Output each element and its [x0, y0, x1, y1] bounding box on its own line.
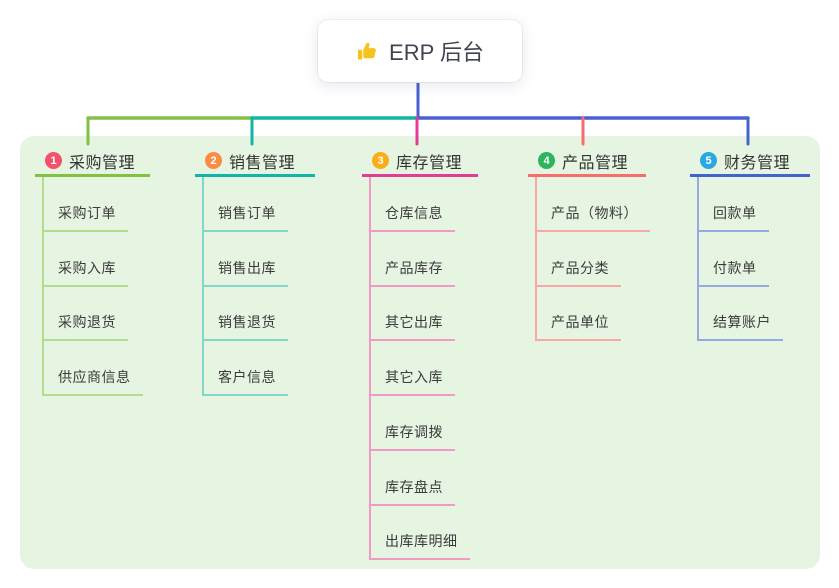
mindmap-item[interactable]: 产品（物料）: [535, 204, 650, 232]
branch-number-badge: 2: [205, 152, 222, 169]
mindmap-item[interactable]: 销售出库: [202, 259, 288, 287]
branch-number-badge: 3: [372, 152, 389, 169]
mindmap-item[interactable]: 付款单: [697, 259, 769, 287]
mindmap-item[interactable]: 库存盘点: [369, 478, 455, 506]
mindmap-item[interactable]: 回款单: [697, 204, 769, 232]
mindmap-item[interactable]: 出库库明细: [369, 532, 470, 560]
root-node[interactable]: ERP 后台: [318, 20, 522, 82]
thumbs-up-icon: [357, 42, 376, 60]
branch-header[interactable]: 2 销售管理: [195, 147, 315, 177]
mindmap-item[interactable]: 库存调拨: [369, 423, 455, 451]
mindmap-item[interactable]: 客户信息: [202, 368, 288, 396]
branch-title: 采购管理: [69, 154, 136, 172]
mindmap-item[interactable]: 销售订单: [202, 204, 288, 232]
branch-number-badge: 5: [700, 152, 717, 169]
mindmap-item[interactable]: 产品库存: [369, 259, 455, 287]
branch-header[interactable]: 4 产品管理: [528, 147, 646, 177]
branch-header[interactable]: 1 采购管理: [35, 147, 150, 177]
branch-title: 库存管理: [396, 154, 463, 172]
root-title: ERP 后台: [389, 40, 484, 65]
mindmap-item[interactable]: 产品单位: [535, 313, 621, 341]
branch-title: 产品管理: [562, 154, 629, 172]
mindmap-item[interactable]: 销售退货: [202, 313, 288, 341]
branch-spine-line: [369, 177, 371, 561]
branch-header[interactable]: 5 财务管理: [690, 147, 810, 177]
mindmap-item[interactable]: 供应商信息: [42, 368, 143, 396]
mindmap-item[interactable]: 结算账户: [697, 313, 783, 341]
branch-header[interactable]: 3 库存管理: [362, 147, 478, 177]
mindmap-item[interactable]: 采购退货: [42, 313, 128, 341]
mindmap-item[interactable]: 产品分类: [535, 259, 621, 287]
branch-spine-line: [697, 177, 699, 342]
mindmap-item[interactable]: 其它出库: [369, 313, 455, 341]
mindmap-item[interactable]: 采购订单: [42, 204, 128, 232]
branches-panel: [20, 136, 820, 569]
branch-title: 财务管理: [724, 154, 791, 172]
branch-number-badge: 4: [538, 152, 555, 169]
branch-number-badge: 1: [45, 152, 62, 169]
mindmap-item[interactable]: 其它入库: [369, 368, 455, 396]
mindmap-item[interactable]: 采购入库: [42, 259, 128, 287]
branch-spine-line: [535, 177, 537, 342]
mindmap-item[interactable]: 仓库信息: [369, 204, 455, 232]
branch-title: 销售管理: [229, 154, 296, 172]
